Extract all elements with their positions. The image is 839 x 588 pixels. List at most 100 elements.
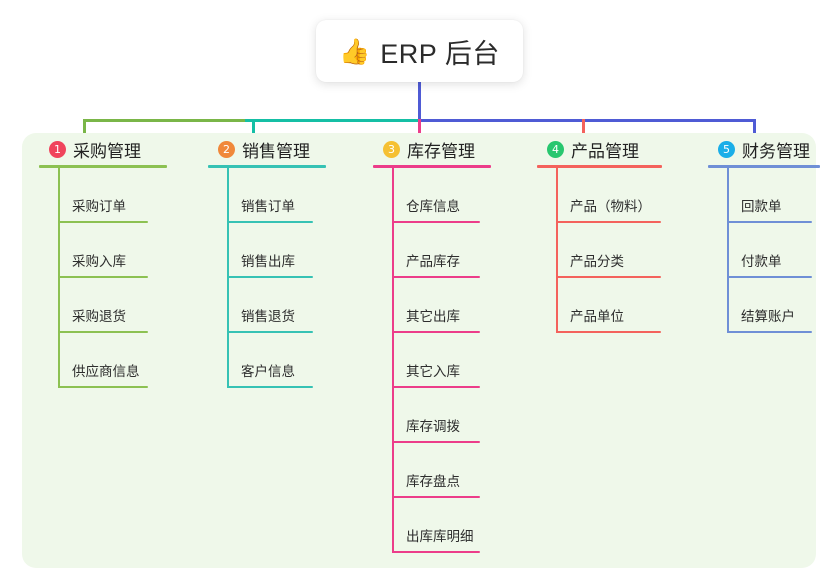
- leaf-item-label: 销售退货: [241, 309, 295, 324]
- column-rule-5: [708, 165, 820, 168]
- column-rule-2: [208, 165, 326, 168]
- leaf-item-label: 采购入库: [72, 254, 126, 269]
- column-5: 5 财务管理回款单付款单结算账户: [708, 133, 820, 333]
- leaf-item[interactable]: 结算账户: [708, 278, 820, 333]
- leaf-item-rule: [556, 221, 661, 223]
- column-rule-1: [39, 165, 167, 168]
- leaf-item[interactable]: 供应商信息: [39, 333, 167, 388]
- column-badge-5: 5: [718, 140, 735, 158]
- leaf-item-label: 库存盘点: [406, 474, 460, 489]
- leaf-item-label: 供应商信息: [72, 364, 140, 379]
- column-body-2: 销售订单销售出库销售退货客户信息: [208, 168, 328, 388]
- column-4: 4 产品管理产品（物料） 产品分类产品单位: [537, 133, 665, 333]
- leaf-item-rule: [227, 331, 313, 333]
- leaf-item-label: 其它入库: [406, 364, 460, 379]
- leaf-item[interactable]: 其它入库: [373, 333, 491, 388]
- leaf-item-label: 回款单: [741, 199, 782, 214]
- leaf-item-rule: [58, 386, 148, 388]
- column-rule-3: [373, 165, 491, 168]
- column-body-5: 回款单付款单结算账户: [708, 168, 820, 333]
- leaf-item[interactable]: 采购退货: [39, 278, 167, 333]
- leaf-item-label: 采购订单: [72, 199, 126, 214]
- leaf-item-label: 其它出库: [406, 309, 460, 324]
- leaf-item-label: 仓库信息: [406, 199, 460, 214]
- root-title: ERP 后台: [380, 38, 500, 69]
- column-title-2: 销售管理: [242, 141, 310, 161]
- leaf-item-label: 付款单: [741, 254, 782, 269]
- leaf-item[interactable]: 销售退货: [208, 278, 328, 333]
- leaf-item-label: 销售出库: [241, 254, 295, 269]
- column-trunk-3: [392, 168, 394, 553]
- column-trunk-2: [227, 168, 229, 388]
- column-rule-4: [537, 165, 662, 168]
- leaf-item-rule: [727, 276, 812, 278]
- leaf-item-label: 产品（物料）: [570, 199, 651, 214]
- column-body-1: 采购订单采购入库采购退货供应商信息: [39, 168, 167, 388]
- leaf-item[interactable]: 出库库明细: [373, 498, 491, 553]
- column-header-4[interactable]: 4 产品管理: [537, 133, 665, 165]
- leaf-item-rule: [727, 331, 812, 333]
- leaf-item-rule: [392, 276, 480, 278]
- leaf-item[interactable]: 销售出库: [208, 223, 328, 278]
- leaf-item-rule: [392, 551, 480, 553]
- leaf-item-label: 客户信息: [241, 364, 295, 379]
- leaf-item[interactable]: 产品（物料）: [537, 168, 665, 223]
- diagram-panel: 1 采购管理采购订单采购入库采购退货供应商信息 2 销售管理销售订单销售出库销售退货客…: [22, 133, 820, 568]
- leaf-item-rule: [392, 386, 480, 388]
- column-3: 3 库存管理仓库信息产品库存其它出库其它入库库存调拨库存盘点出库库明细: [373, 133, 491, 553]
- leaf-item-label: 库存调拨: [406, 419, 460, 434]
- leaf-item-rule: [556, 276, 661, 278]
- leaf-item[interactable]: 销售订单: [208, 168, 328, 223]
- column-title-3: 库存管理: [407, 141, 475, 161]
- leaf-item[interactable]: 客户信息: [208, 333, 328, 388]
- column-title-5: 财务管理: [742, 141, 810, 161]
- leaf-item-label: 销售订单: [241, 199, 295, 214]
- root-node[interactable]: 👍 ERP 后台: [316, 20, 523, 82]
- column-title-1: 采购管理: [73, 141, 141, 161]
- leaf-item-rule: [58, 221, 148, 223]
- leaf-item[interactable]: 产品分类: [537, 223, 665, 278]
- leaf-item-label: 出库库明细: [406, 529, 474, 544]
- column-header-1[interactable]: 1 采购管理: [39, 133, 167, 165]
- leaf-item-rule: [58, 331, 148, 333]
- thumbs-up-icon: 👍: [339, 36, 371, 66]
- column-trunk-4: [556, 168, 558, 333]
- leaf-item[interactable]: 产品单位: [537, 278, 665, 333]
- leaf-item[interactable]: 库存盘点: [373, 443, 491, 498]
- column-badge-4: 4: [547, 140, 564, 158]
- column-title-4: 产品管理: [571, 141, 639, 161]
- column-2: 2 销售管理销售订单销售出库销售退货客户信息: [208, 133, 328, 388]
- column-badge-2: 2: [218, 140, 235, 158]
- leaf-item[interactable]: 采购入库: [39, 223, 167, 278]
- leaf-item-rule: [392, 441, 480, 443]
- leaf-item-rule: [227, 276, 313, 278]
- leaf-item-rule: [392, 496, 480, 498]
- leaf-item-rule: [392, 221, 480, 223]
- leaf-item-label: 采购退货: [72, 309, 126, 324]
- column-body-3: 仓库信息产品库存其它出库其它入库库存调拨库存盘点出库库明细: [373, 168, 491, 553]
- column-body-4: 产品（物料） 产品分类产品单位: [537, 168, 665, 333]
- leaf-item-label: 结算账户: [741, 309, 795, 324]
- leaf-item-rule: [556, 331, 661, 333]
- leaf-item-label: 产品分类: [570, 254, 624, 269]
- leaf-item-rule: [227, 221, 313, 223]
- column-header-3[interactable]: 3 库存管理: [373, 133, 491, 165]
- leaf-item-label: 产品单位: [570, 309, 624, 324]
- leaf-item-rule: [392, 331, 480, 333]
- column-trunk-5: [727, 168, 729, 333]
- leaf-item[interactable]: 产品库存: [373, 223, 491, 278]
- column-header-2[interactable]: 2 销售管理: [208, 133, 328, 165]
- leaf-item[interactable]: 回款单: [708, 168, 820, 223]
- leaf-item-rule: [727, 221, 812, 223]
- leaf-item[interactable]: 其它出库: [373, 278, 491, 333]
- leaf-item[interactable]: 库存调拨: [373, 388, 491, 443]
- column-1: 1 采购管理采购订单采购入库采购退货供应商信息: [39, 133, 167, 388]
- column-header-5[interactable]: 5 财务管理: [708, 133, 820, 165]
- column-badge-1: 1: [49, 140, 66, 158]
- column-trunk-1: [58, 168, 60, 388]
- leaf-item-rule: [58, 276, 148, 278]
- column-badge-3: 3: [383, 140, 400, 158]
- leaf-item[interactable]: 仓库信息: [373, 168, 491, 223]
- leaf-item[interactable]: 付款单: [708, 223, 820, 278]
- leaf-item[interactable]: 采购订单: [39, 168, 167, 223]
